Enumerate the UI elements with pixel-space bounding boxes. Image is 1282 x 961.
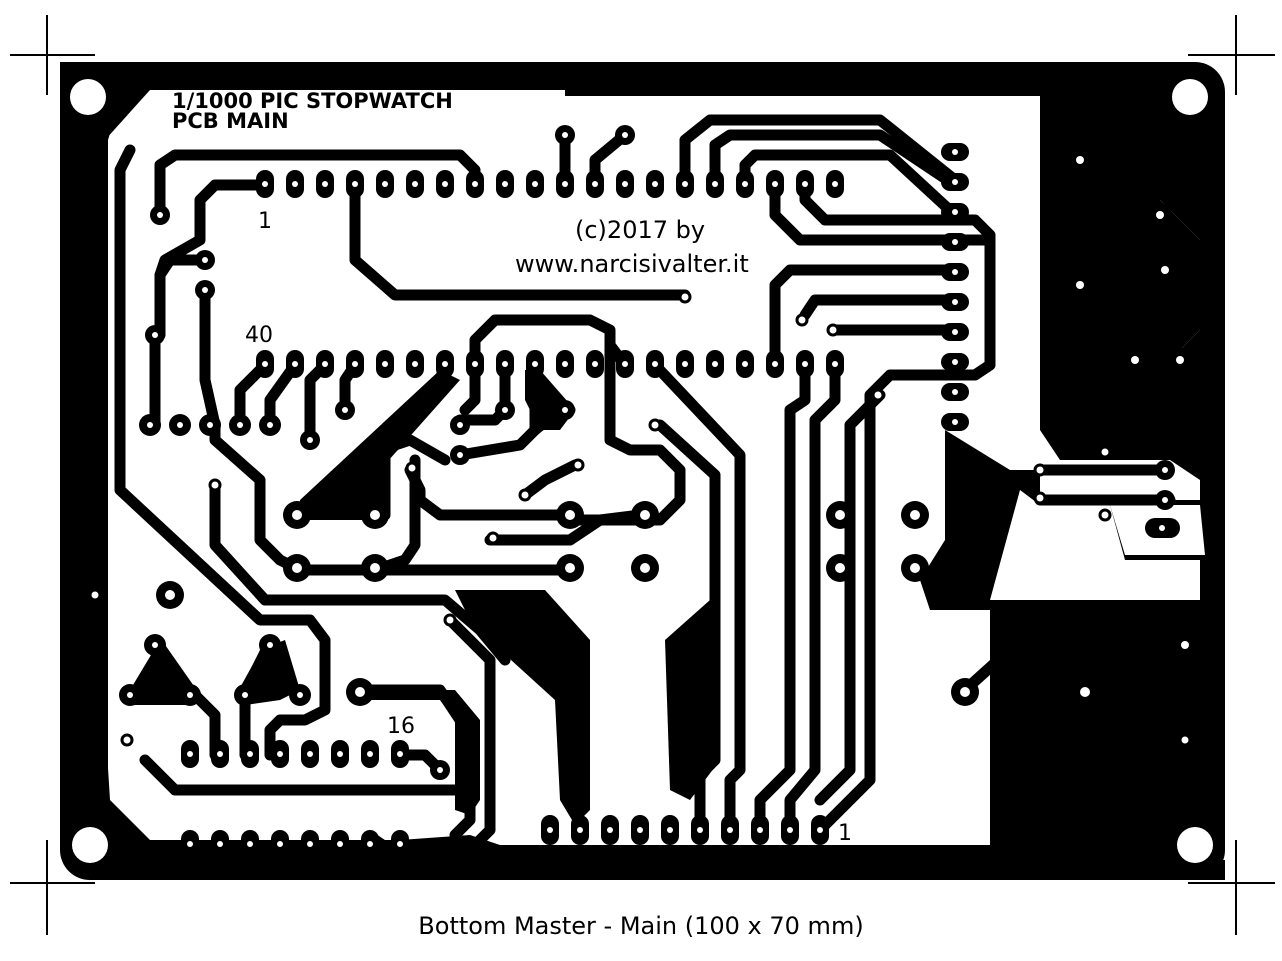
mounting-holes <box>60 69 1223 873</box>
display-connector-holes <box>187 751 403 847</box>
ic-socket-top-row-holes <box>262 181 838 187</box>
traces <box>114 114 1191 856</box>
bottom-connector-holes <box>547 827 823 833</box>
copyright-line2: www.narcisivalter.it <box>515 250 749 278</box>
ic-pin1-label: 1 <box>258 209 272 234</box>
ic-socket-bottom-row-holes <box>262 361 838 367</box>
board-caption: Bottom Master - Main (100 x 70 mm) <box>418 912 864 940</box>
vias <box>88 290 1192 747</box>
right-connector-holes <box>952 149 958 425</box>
board-title-line1: 1/1000 PIC STOPWATCH <box>172 89 453 113</box>
copyright-line1: (c)2017 by <box>575 216 705 244</box>
display-pin1-label: 1 <box>410 839 424 864</box>
ic-socket-top-row <box>256 170 844 198</box>
connector-pin1-label: 1 <box>838 821 852 846</box>
ic-pin40-label: 40 <box>245 323 273 348</box>
display-pin16-label: 16 <box>387 714 415 739</box>
board-title-line2: PCB MAIN <box>172 109 289 133</box>
registration-marks <box>10 15 1275 935</box>
component-pad-holes <box>127 132 1189 773</box>
